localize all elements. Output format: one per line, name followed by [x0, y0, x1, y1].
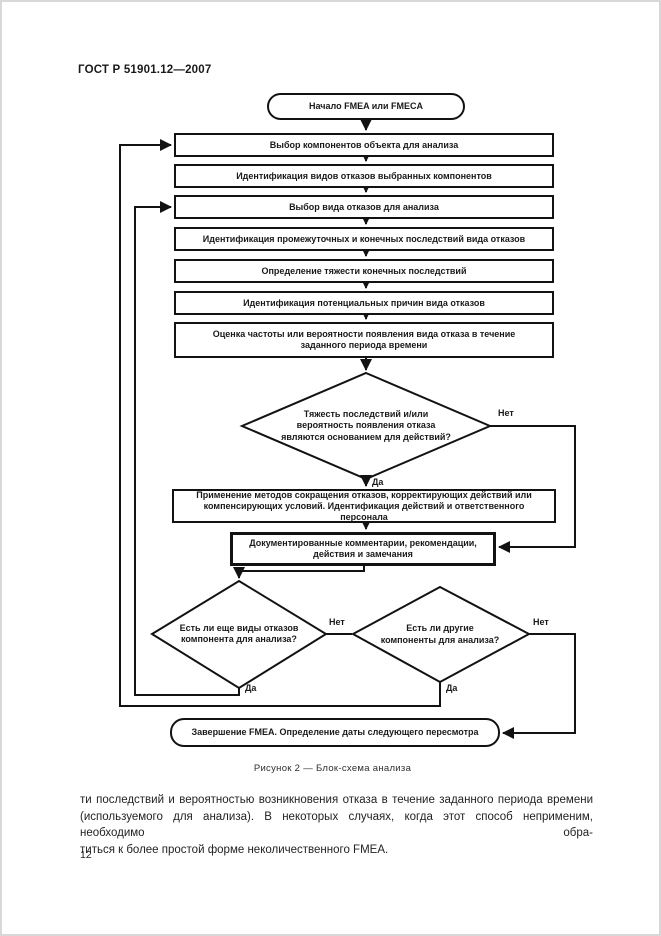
standard-number: ГОСТ Р 51901.12—2007 [78, 64, 212, 76]
process-box-select-failure-mode: Выбор вида отказов для анализа [174, 195, 554, 219]
label-yes: Да [372, 477, 384, 487]
process-box-estimate-frequency: Оценка частоты или вероятности появления… [174, 322, 554, 358]
process-box-identify-causes: Идентификация потенциальных причин вида … [174, 291, 554, 315]
process-box-reduction-methods: Применение методов сокращения отказов, к… [172, 489, 556, 523]
paragraph-line: (используемого для анализа). В некоторых… [80, 810, 593, 840]
process-box-identify-failure-modes: Идентификация видов отказов выбранных ко… [174, 164, 554, 188]
connector-no [490, 425, 576, 553]
end-terminator: Завершение FMEA. Определение даты следую… [170, 718, 500, 747]
decision-more-components-label: Есть ли другие компоненты для анализа? [380, 623, 500, 645]
label-yes: Да [446, 683, 458, 693]
label-no: Нет [533, 617, 549, 627]
connector-yes-loop [134, 201, 240, 696]
decision-more-modes-label: Есть ли еще виды отказов компонента для … [179, 622, 299, 645]
label-no: Нет [329, 617, 345, 627]
connector-no [502, 633, 576, 739]
page-number: 12 [80, 849, 92, 861]
process-box-select-components: Выбор компонентов объекта для анализа [174, 133, 554, 157]
label-no: Нет [498, 408, 514, 418]
figure-caption: Рисунок 2 — Блок-схема анализа [253, 763, 412, 774]
label-yes: Да [245, 683, 257, 693]
process-box-identify-consequences: Идентификация промежуточных и конечных п… [174, 227, 554, 251]
start-terminator: Начало FMEA или FMECA [267, 93, 465, 120]
paragraph-line: титься к более простой форме неколичеств… [80, 843, 389, 856]
body-paragraph: ти последствий и вероятностью возникнове… [80, 792, 593, 858]
decision-severity-label: Тяжесть последствий и/или вероятность по… [281, 408, 451, 442]
paragraph-line: ти последствий и вероятностью возникнове… [80, 794, 593, 806]
connector-yes-loop [119, 139, 441, 707]
connector [233, 566, 365, 579]
process-box-determine-severity: Определение тяжести конечных последствий [174, 259, 554, 283]
process-box-documented-comments: Документированные комментарии, рекоменда… [230, 532, 496, 566]
